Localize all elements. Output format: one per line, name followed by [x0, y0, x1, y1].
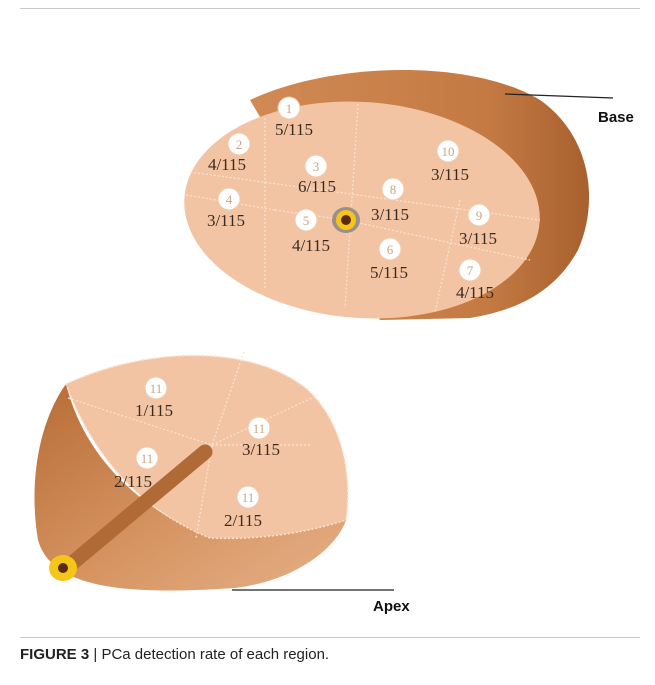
base-region-6-id: 6	[387, 242, 394, 257]
bottom-rule	[20, 637, 640, 638]
base-region-5: 5 4/115	[292, 208, 330, 255]
base-region-7-id: 7	[467, 263, 474, 278]
apex-region-left: 11 2/115	[114, 446, 159, 491]
apex-region-top-id: 11	[150, 381, 163, 396]
base-region-6: 6 5/115	[370, 237, 408, 282]
base-region-10-id: 10	[442, 144, 455, 159]
figure-label: FIGURE 3	[20, 646, 90, 663]
base-region-4-id: 4	[226, 192, 233, 207]
apex-region-top-value: 1/115	[135, 401, 173, 420]
apex-region-left-id: 11	[141, 451, 154, 466]
base-region-10-value: 3/115	[431, 165, 469, 184]
base-region-5-value: 4/115	[292, 236, 330, 255]
apex-region-bottom: 11 2/115	[224, 485, 262, 530]
base-region-6-value: 5/115	[370, 263, 408, 282]
apex-region-labels: 11 1/115 11 3/115 11 2/115 11 2/115	[114, 376, 280, 530]
apex-region-left-value: 2/115	[114, 472, 152, 491]
caption-text: PCa detection rate of each region.	[101, 646, 330, 663]
base-region-5-id: 5	[303, 213, 310, 228]
apex-region-right-id: 11	[253, 421, 266, 436]
base-region-8: 8 3/115	[371, 177, 409, 224]
base-region-1-id: 1	[286, 101, 293, 116]
base-region-3: 3 6/115	[298, 154, 336, 196]
base-region-8-id: 8	[390, 182, 397, 197]
base-region-3-id: 3	[313, 159, 320, 174]
caption-separator: |	[93, 646, 98, 663]
base-region-9-id: 9	[476, 208, 483, 223]
base-urethra	[332, 207, 360, 233]
base-region-1-value: 5/115	[275, 120, 313, 139]
base-region-9: 9 3/115	[459, 203, 497, 248]
figure-caption: FIGURE 3 | PCa detection rate of each re…	[20, 646, 640, 663]
apex-urethra-tube	[56, 444, 213, 578]
base-region-7: 7 4/115	[456, 258, 494, 302]
apex-urethra	[49, 555, 77, 581]
base-region-2: 2 4/115	[208, 132, 251, 174]
apex-region-right: 11 3/115	[242, 416, 280, 459]
base-region-4-value: 3/115	[207, 211, 245, 230]
apex-region-bottom-id: 11	[242, 490, 255, 505]
base-region-9-value: 3/115	[459, 229, 497, 248]
base-leader-line	[504, 93, 614, 99]
base-region-10: 10 3/115	[431, 139, 469, 184]
base-region-7-value: 4/115	[456, 283, 494, 302]
apex-label: Apex	[373, 598, 410, 615]
base-region-3-value: 6/115	[298, 177, 336, 196]
base-region-labels: 1 5/115 2 4/115 3 6/115 4 3/115 5 4/115 …	[207, 96, 497, 302]
base-region-2-value: 4/115	[208, 155, 246, 174]
base-region-2-id: 2	[236, 137, 243, 152]
apex-region-top: 11 1/115	[135, 376, 173, 420]
apex-region-right-value: 3/115	[242, 440, 280, 459]
base-section: Base	[184, 69, 634, 320]
base-region-8-value: 3/115	[371, 205, 409, 224]
apex-section: Apex	[34, 351, 410, 615]
apex-region-bottom-value: 2/115	[224, 511, 262, 530]
top-rule	[20, 8, 640, 9]
apex-segment-lines	[67, 351, 319, 539]
base-label: Base	[598, 109, 634, 126]
base-region-1: 1 5/115	[275, 96, 313, 139]
base-region-4: 4 3/115	[207, 187, 245, 230]
